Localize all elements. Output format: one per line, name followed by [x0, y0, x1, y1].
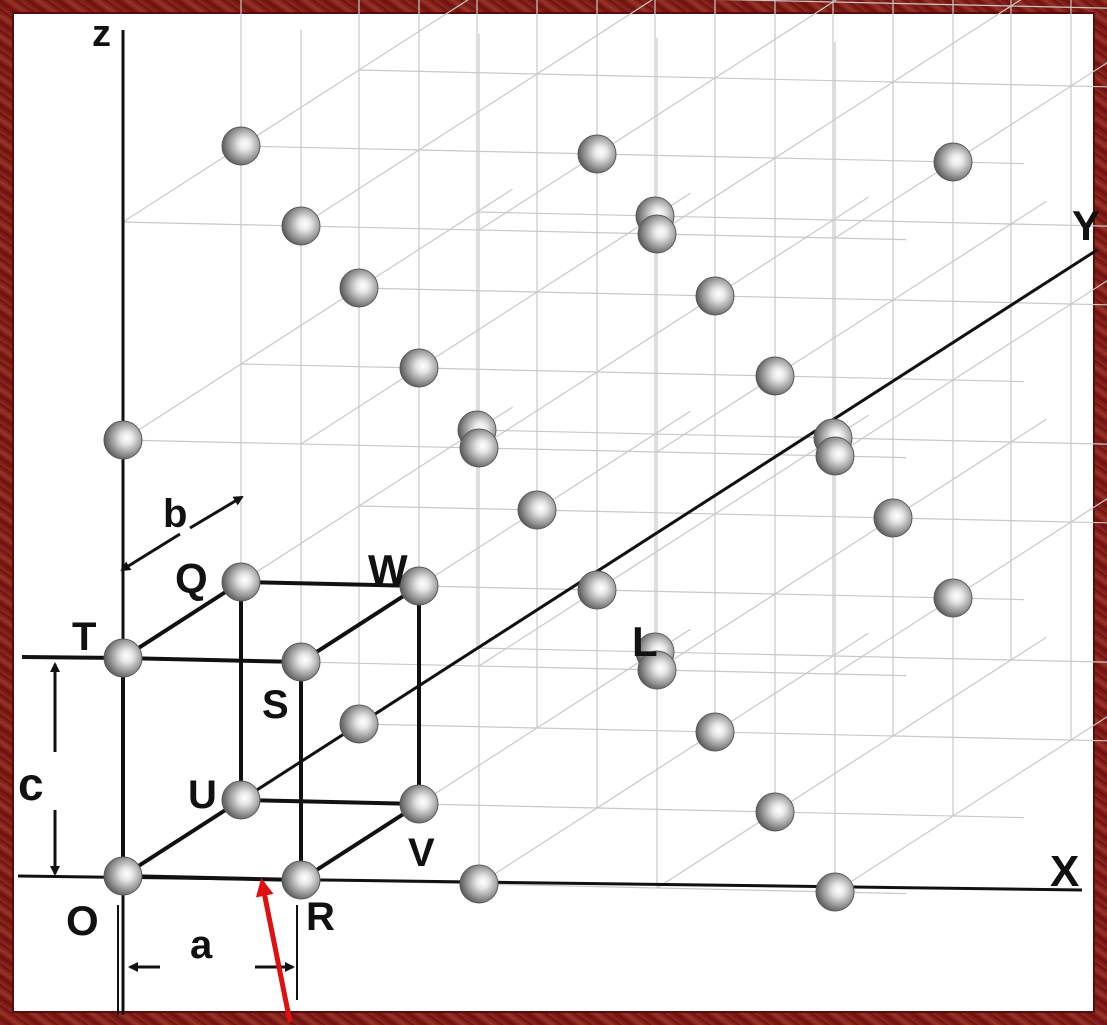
- lattice-atom: [933, 578, 973, 618]
- grid-line-y: [834, 716, 1107, 893]
- point-t-label: T: [72, 615, 96, 659]
- point-w-label: W: [368, 546, 408, 593]
- point-r-label: R: [306, 895, 335, 939]
- lattice-atom: [399, 566, 439, 606]
- point-l-label: L: [632, 618, 658, 665]
- lattice-atom: [695, 276, 735, 316]
- grid-line-y: [834, 280, 1107, 457]
- grid-line-y: [656, 200, 1047, 453]
- lattice-atoms: [103, 126, 973, 912]
- grid-line-y: [478, 632, 869, 885]
- grid-line-x: [240, 363, 1025, 383]
- grid-line-y: [656, 636, 1047, 889]
- grid-line-x: [358, 505, 1107, 524]
- axis-y-label: Y: [1072, 202, 1100, 249]
- dimension-c-label: c: [18, 758, 44, 810]
- point-u-label: U: [188, 773, 217, 817]
- grid-line-y: [478, 196, 869, 449]
- grid-line-x: [476, 647, 1107, 663]
- lattice-atom: [933, 142, 973, 182]
- grid-line-x: [122, 439, 907, 459]
- grid-line-y: [122, 0, 469, 223]
- unit-cell-edge: [299, 802, 421, 882]
- lattice-atom: [459, 864, 499, 904]
- axis-z-label: z: [92, 13, 111, 55]
- grid-line-y: [656, 0, 1022, 235]
- dimension-arrows: [50, 495, 298, 1023]
- lattice-atom: [221, 780, 261, 820]
- point-q-label: Q: [175, 555, 208, 602]
- unit-cell-edge: [240, 798, 420, 806]
- lattice-atom: [637, 214, 677, 254]
- lattice-atom: [517, 490, 557, 530]
- grid-line-x: [358, 723, 1107, 742]
- lattice-atom: [577, 134, 617, 174]
- lattice-atom: [459, 428, 499, 468]
- lattice-atom: [281, 642, 321, 682]
- axis-x-label: X: [1050, 847, 1079, 896]
- lattice-atom: [695, 712, 735, 752]
- grid-line-x: [476, 211, 1107, 227]
- grid-line-x: [476, 429, 1107, 445]
- lattice-atom: [281, 860, 321, 900]
- dimension-b-label: b: [163, 492, 187, 536]
- unit-cell-edge: [121, 798, 243, 878]
- lattice-atom: [637, 650, 677, 690]
- lattice-atom: [815, 872, 855, 912]
- point-o-label: O: [66, 897, 99, 944]
- grid-line-y: [478, 0, 838, 231]
- lattice-atom: [103, 856, 143, 896]
- grid-line-y: [656, 418, 1047, 671]
- unit-cell-edge: [240, 580, 420, 588]
- lattice-atom: [755, 356, 795, 396]
- point-s-label: S: [262, 683, 289, 727]
- lattice-atom: [755, 792, 795, 832]
- grid-line-y: [300, 192, 691, 445]
- lattice-atom: [221, 126, 261, 166]
- lattice-atom: [103, 638, 143, 678]
- unit-cell-edge: [122, 656, 302, 664]
- lattice-gridlines: [122, 0, 1107, 895]
- grid-line-y: [834, 498, 1107, 675]
- grid-line-y: [478, 414, 869, 667]
- dimension-b-arrow-end: [189, 495, 244, 530]
- unit-cell-edge: [122, 874, 302, 882]
- unit-cell: [21, 580, 421, 882]
- lattice-atom: [339, 704, 379, 744]
- lattice-atom: [221, 562, 261, 602]
- dimension-b-arrow-start: [120, 532, 181, 572]
- grid-line-y: [834, 62, 1107, 239]
- lattice-atom: [815, 436, 855, 476]
- axis-y-line: [122, 248, 1098, 878]
- lattice-atom: [577, 570, 617, 610]
- grid-line-x: [358, 69, 1107, 88]
- red-pointer-arrow: [255, 878, 293, 1023]
- lattice-atom: [339, 268, 379, 308]
- grid-line-x: [240, 145, 1025, 165]
- grid-line-x: [358, 287, 1107, 306]
- unit-cell-edge: [299, 584, 421, 664]
- grid-line-x: [717, 0, 1107, 9]
- lattice-atom: [399, 784, 439, 824]
- lattice-atom: [873, 498, 913, 538]
- grid-line-y: [122, 188, 513, 441]
- lattice-atom: [281, 206, 321, 246]
- grid-line-y: [300, 0, 654, 227]
- grid-line-x: [122, 221, 907, 241]
- dimension-a-label: a: [190, 923, 213, 967]
- unit-cell-edge: [121, 580, 243, 660]
- lattice-atom: [103, 420, 143, 460]
- lattice-atom: [399, 348, 439, 388]
- point-v-label: V: [408, 831, 435, 875]
